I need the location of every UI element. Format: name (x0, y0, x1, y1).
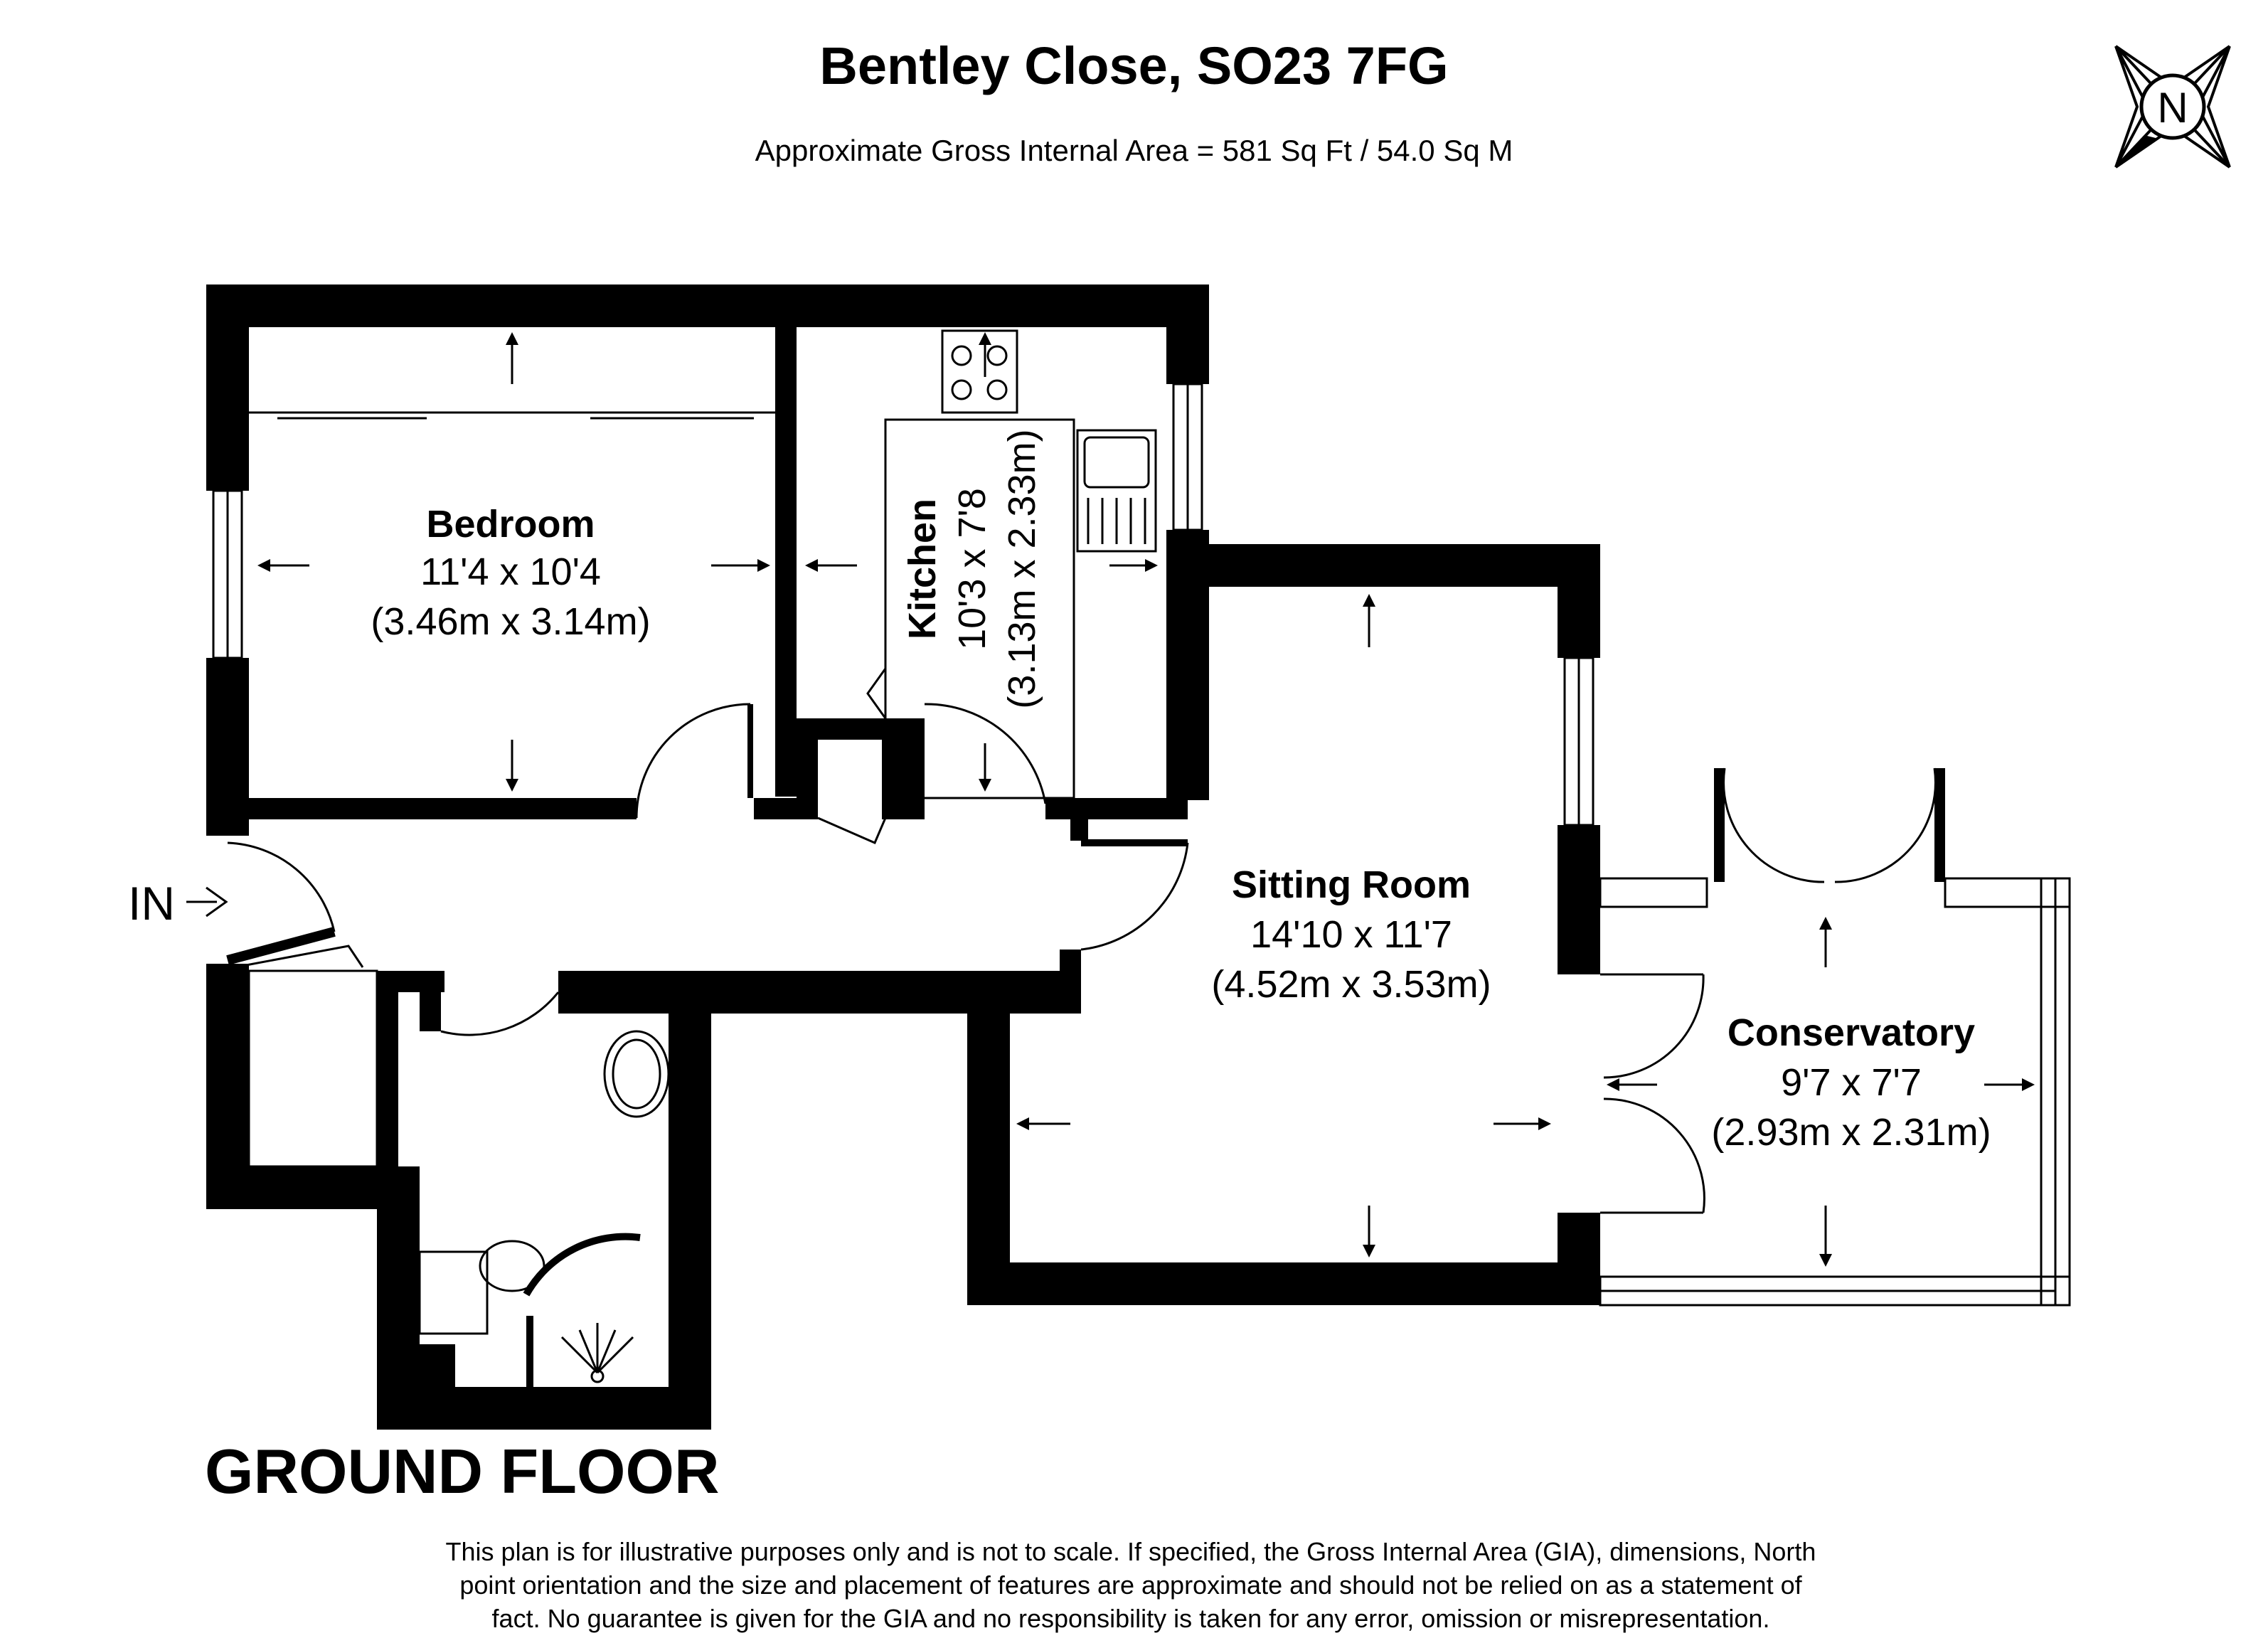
hob-icon (941, 329, 1018, 414)
room-name: Bedroom (426, 503, 595, 546)
room-dimension-imperial: 14'10 x 11'7 (1250, 913, 1452, 956)
disclaimer-line: This plan is for illustrative purposes o… (445, 1537, 1816, 1566)
fixtures (234, 329, 1157, 1383)
page-title: Bentley Close, SO23 7FG (819, 36, 1449, 95)
entrance-marker: IN (128, 877, 228, 930)
sink-icon (1076, 429, 1157, 553)
room-name: Sitting Room (1232, 863, 1471, 906)
disclaimer: This plan is for illustrative purposes o… (384, 1535, 1878, 1635)
walls (206, 284, 1945, 1430)
room-bedroom-label: Bedroom 11'4 x 10'4 (3.46m x 3.14m) (371, 503, 650, 643)
doors (226, 668, 1937, 1387)
room-dimension-metric: (4.52m x 3.53m) (1211, 963, 1491, 1006)
room-dimension-imperial: 11'4 x 10'4 (420, 551, 601, 593)
disclaimer-line: fact. No guarantee is given for the GIA … (491, 1604, 1770, 1633)
gross-internal-area: Approximate Gross Internal Area = 581 Sq… (755, 134, 1513, 167)
room-dimension-imperial: 9'7 x 7'7 (1781, 1061, 1922, 1104)
room-kitchen-label: Kitchen 10'3 x 7'8 (3.13m x 2.33m) (901, 429, 1043, 708)
dimension-arrows (257, 332, 2035, 1267)
disclaimer-line: point orientation and the size and place… (459, 1570, 1802, 1600)
room-dimension-metric: (2.93m x 2.31m) (1711, 1111, 1991, 1154)
room-dimension-metric: (3.46m x 3.14m) (371, 600, 650, 643)
room-name: Conservatory (1727, 1011, 1975, 1054)
entrance-label: IN (128, 877, 175, 930)
basin-icon (603, 1030, 670, 1118)
shower-icon (560, 1323, 634, 1383)
arrow-right-icon (186, 886, 228, 918)
room-conservatory-label: Conservatory 9'7 x 7'7 (2.93m x 2.31m) (1711, 1011, 1991, 1154)
room-sitting-room-label: Sitting Room 14'10 x 11'7 (4.52m x 3.53m… (1211, 863, 1491, 1006)
compass-label: N (2157, 84, 2188, 132)
room-dimension-metric: (3.13m x 2.33m) (1001, 429, 1043, 708)
floor-label: GROUND FLOOR (205, 1436, 720, 1506)
room-name: Kitchen (901, 499, 944, 639)
windows (212, 383, 2071, 1307)
compass-north-icon: N (2114, 45, 2231, 169)
toilet-icon (418, 1250, 489, 1335)
room-dimension-imperial: 10'3 x 7'8 (951, 488, 994, 650)
